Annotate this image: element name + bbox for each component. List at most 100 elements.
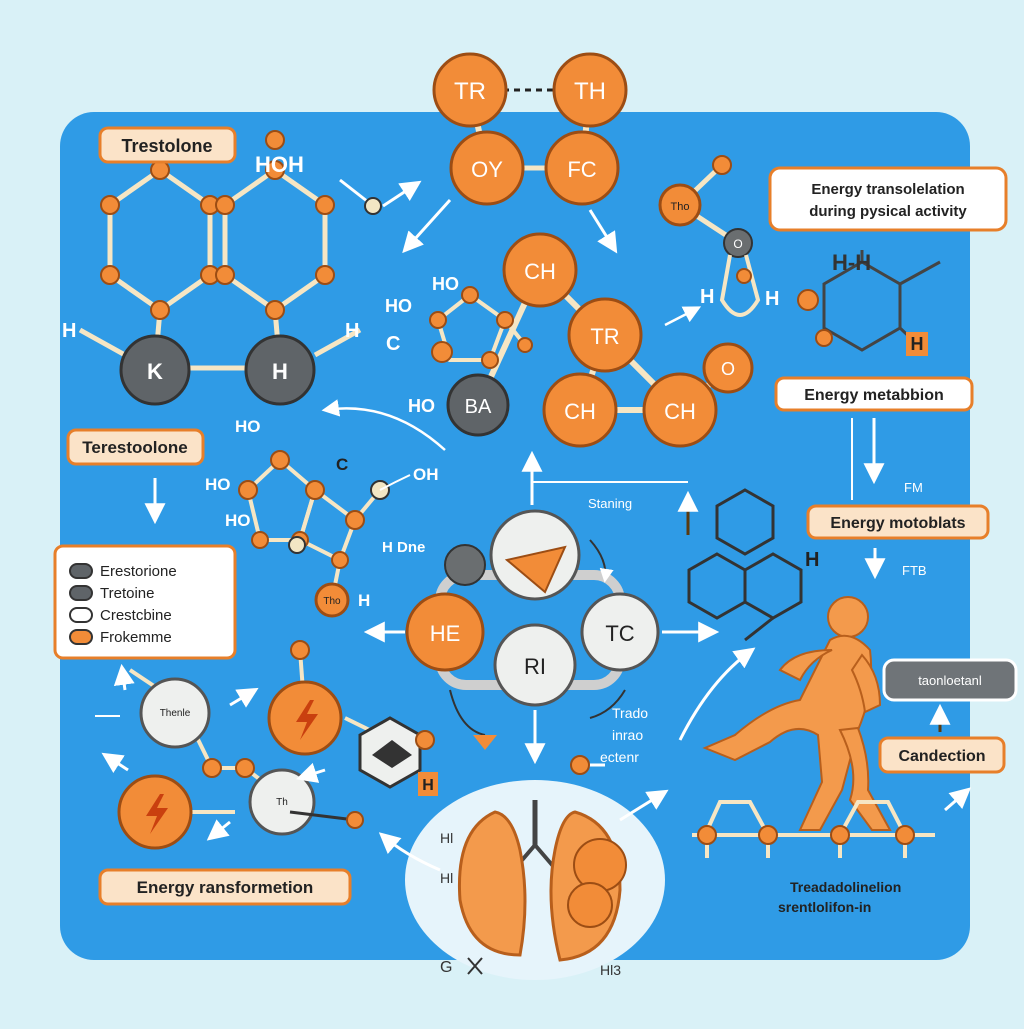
atom-hl-a: Hl — [440, 830, 453, 846]
atom-top-right — [712, 155, 732, 175]
atom-small-o — [364, 197, 382, 215]
node-tr-top-label: TR — [454, 78, 486, 105]
atom-hex-box — [415, 730, 435, 750]
atom-h-r: H — [700, 286, 714, 308]
label-trestolone-mid: Terestoolone — [82, 438, 187, 457]
node-tc-label: TC — [605, 621, 634, 646]
molecule-naphthalene — [687, 488, 803, 642]
label-conduction-dark: taonloetanl — [918, 673, 982, 688]
label-trado-2: inrao — [612, 727, 643, 743]
loop-tho — [719, 254, 761, 317]
heart-small — [473, 735, 497, 750]
label-trado-3: ectenr — [600, 749, 639, 765]
node-h — [244, 334, 316, 406]
arrow-curve-left — [321, 399, 446, 451]
node-th-small-label: Th — [276, 797, 288, 808]
atom-oh-mid: OH — [413, 465, 439, 484]
atom-hoh: HOH — [255, 152, 304, 177]
runner-figure — [702, 596, 892, 831]
arrow-to-right — [382, 180, 422, 208]
label-stasning: Staning — [588, 496, 632, 511]
label-trado-1: Trado — [612, 705, 648, 721]
lightning-upper-icon — [296, 700, 318, 740]
label-trestolone-top: Trestolone — [121, 136, 212, 156]
atom-c-right: C — [386, 333, 400, 355]
atom-right-hex-a — [797, 289, 819, 311]
node-ba-label: BA — [465, 396, 492, 418]
arrow-lower-4 — [206, 819, 231, 841]
cross-icon — [467, 957, 483, 975]
legend-label: Crestcbine — [100, 607, 172, 624]
lightning-lower-icon — [146, 794, 168, 834]
node-fc-label: FC — [567, 157, 596, 182]
node-k — [119, 334, 191, 406]
atom-h-box — [418, 772, 438, 796]
arrow-lower-2 — [113, 663, 135, 691]
atom-h-small: H — [358, 591, 370, 610]
node-tho-label: Tho — [671, 201, 690, 213]
node-thenl-label: Thenle — [160, 708, 191, 719]
arrow-down-fc — [588, 209, 618, 254]
molecule-chain — [692, 800, 935, 858]
atom-h-hex: H — [911, 334, 924, 354]
atom-h3: Hl3 — [600, 962, 621, 978]
arrow-lower-1 — [229, 687, 259, 708]
atom-h-naph: H — [805, 549, 819, 571]
node-ba — [446, 373, 510, 437]
label-energy-metabolites-box — [806, 504, 990, 540]
label-energy-transformation: Energy ransformetion — [137, 878, 314, 897]
atom-ho-d: HO — [225, 511, 251, 530]
node-k-label: K — [147, 359, 163, 384]
node-tho — [658, 183, 702, 227]
node-o-label: O — [721, 359, 735, 379]
arrow-to-loop — [664, 306, 702, 327]
atom-h-hex-box — [906, 332, 928, 356]
node-tho-dark — [723, 228, 753, 258]
node-o — [702, 342, 754, 394]
arrow-lower-5 — [101, 752, 129, 773]
node-tc — [580, 592, 660, 672]
label-energy-metabolites: Energy motoblats — [830, 515, 965, 532]
arrow-curve-around — [449, 689, 486, 736]
node-he — [405, 592, 485, 672]
arrow-to-lungs — [378, 832, 441, 872]
node-th-small — [248, 768, 316, 836]
arrow-curve-top — [589, 539, 614, 583]
node-tr-top — [432, 52, 508, 128]
legend-swatch — [69, 585, 93, 601]
atom-lower-a — [202, 758, 222, 778]
label-fm-bottom: FTB — [902, 563, 927, 578]
label-energy-transformation-box — [98, 868, 352, 906]
node-ri — [493, 623, 577, 707]
atom-ho-b: HO — [235, 417, 261, 436]
node-ch-left — [542, 372, 618, 448]
atom-h-left-ring: H — [62, 320, 76, 342]
node-ri-label: RI — [524, 654, 546, 679]
diamond-icon — [372, 740, 412, 768]
arrow-chain-right — [944, 787, 972, 812]
label-conduction-dark-box — [882, 658, 1018, 702]
label-condection-box — [878, 736, 1006, 774]
legend-swatch — [69, 629, 93, 645]
label-energy-title-1: Energy transolelation — [811, 181, 964, 198]
arrow-down-oy — [402, 198, 452, 254]
node-h-label: H — [272, 359, 288, 384]
label-energy-metabolism: Energy metabbion — [804, 387, 944, 404]
node-he-label: HE — [430, 621, 461, 646]
node-thenl — [139, 677, 211, 749]
arrow-to-runner — [678, 647, 756, 741]
node-tho-small: Tho — [323, 596, 341, 607]
triangle-center — [504, 545, 567, 594]
label-energy-title-2: during pysical activity — [809, 203, 967, 220]
lungs-illustration — [457, 800, 627, 962]
node-tho-dark-label: O — [733, 237, 742, 251]
atom-loop-a — [736, 268, 752, 284]
node-gray-left — [444, 544, 486, 586]
atom-ho-c: HO — [205, 475, 231, 494]
legend-label: Tretoine — [100, 585, 154, 602]
node-th-top — [552, 52, 628, 128]
atom-hh: H-H — [832, 250, 871, 275]
atom-ho-left: HO — [385, 296, 412, 316]
